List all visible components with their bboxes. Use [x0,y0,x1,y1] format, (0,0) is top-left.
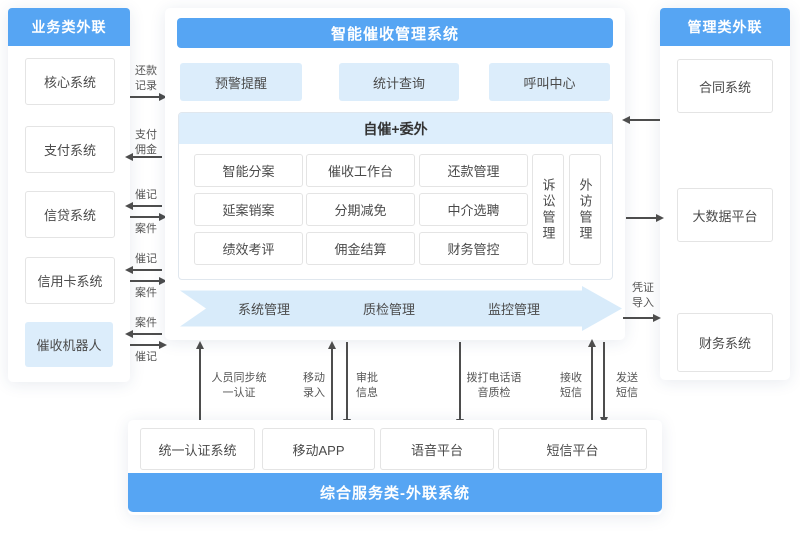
node-collection-workbench: 催收工作台 [306,154,415,187]
center-panel-collection-system: 智能催收管理系统 预警提醒 统计查询 呼叫中心 自催+委外 智能分案 催收工作台… [165,8,625,340]
link-label-voucher-import: 凭证导入 [632,282,654,310]
link-label-personnel-sync-auth: 人员同步统一认证 [211,372,267,400]
node-smart-case-assignment: 智能分案 [194,154,303,187]
left-panel-title: 业务类外联 [8,8,130,46]
arrow-up-icon [328,341,336,426]
node-credit-card-system: 信用卡系统 [25,257,115,304]
arrow-up-icon [196,341,204,426]
node-warning-reminder: 预警提醒 [180,63,302,101]
node-installment-reduction: 分期减免 [306,193,415,226]
arrow-down-icon [600,342,608,425]
link-label-receive-sms: 接收短信 [560,372,582,400]
node-contract-system: 合同系统 [677,59,773,113]
node-financial-control: 财务管控 [419,232,528,265]
node-core-system: 核心系统 [25,58,115,105]
node-collection-robot: 催收机器人 [25,322,113,367]
node-voice-platform: 语音平台 [380,428,494,470]
node-mobile-app: 移动APP [262,428,375,470]
banner-label-quality-management: 质检管理 [363,302,416,317]
node-sms-platform: 短信平台 [498,428,647,470]
arrow-down-icon [343,342,351,427]
link-label-call-voice-qc: 拨打电话语音质检 [466,372,522,400]
arrow-right-icon [130,93,167,101]
arrow-right-icon [623,314,661,322]
bottom-panel-title: 综合服务类-外联系统 [128,473,662,512]
node-commission-settlement: 佣金结算 [306,232,415,265]
link-label-card-case: 案件 [135,287,157,299]
node-performance-review: 绩效考评 [194,232,303,265]
node-litigation-management: 诉讼管理 [532,154,564,265]
right-panel-management-systems: 管理类外联 合同系统 大数据平台 财务系统 [660,8,790,380]
arrow-left-icon [125,330,162,338]
node-payment-system: 支付系统 [25,126,115,173]
link-label-card-cuiji: 催记 [135,253,157,265]
arrow-right-icon [626,214,664,222]
link-label-credit-cuiji: 催记 [135,189,157,201]
left-panel-business-systems: 业务类外联 核心系统 支付系统 信贷系统 信用卡系统 催收机器人 [8,8,130,382]
arrow-up-icon [588,339,596,422]
node-call-center: 呼叫中心 [489,63,610,101]
node-agency-selection: 中介选聘 [419,193,528,226]
link-label-robot-cuiji: 催记 [135,351,157,363]
node-big-data-platform: 大数据平台 [677,188,773,242]
arrow-left-icon [622,116,660,124]
link-label-repayment-record: 还款记录 [135,65,157,93]
bottom-panel-service-systems: 统一认证系统 移动APP 语音平台 短信平台 综合服务类-外联系统 [128,420,662,515]
arrow-right-icon [130,341,167,349]
center-panel-title: 智能催收管理系统 [177,18,613,48]
node-finance-system: 财务系统 [677,313,773,372]
link-label-mobile-entry: 移动录入 [303,372,325,400]
module-self-and-outsourced: 自催+委外 智能分案 催收工作台 还款管理 延案销案 分期减免 中介选聘 绩效考… [178,112,613,280]
node-field-visit-management: 外访管理 [569,154,601,265]
module-title: 自催+委外 [179,113,612,144]
banner-label-monitoring-management: 监控管理 [488,302,541,317]
link-label-credit-case: 案件 [135,223,157,235]
link-label-send-sms: 发送短信 [616,372,638,400]
management-banner-arrow-icon: 系统管理 质检管理 监控管理 [180,286,622,331]
link-label-robot-case: 案件 [135,317,157,329]
node-case-delay-closure: 延案销案 [194,193,303,226]
node-statistics-query: 统计查询 [339,63,459,101]
arrow-right-icon [130,213,167,221]
node-unified-auth-system: 统一认证系统 [140,428,255,470]
right-panel-title: 管理类外联 [660,8,790,46]
link-label-approval-info: 审批信息 [356,372,378,400]
link-label-pay-commission: 支付佣金 [135,129,157,157]
arrow-down-icon [456,342,464,427]
banner-label-system-management: 系统管理 [238,302,291,317]
arrow-left-icon [125,202,162,210]
arrow-right-icon [130,277,167,285]
node-repayment-management: 还款管理 [419,154,528,187]
node-credit-system: 信贷系统 [25,191,115,238]
arrow-left-icon [125,266,162,274]
arrow-left-icon [125,153,162,161]
